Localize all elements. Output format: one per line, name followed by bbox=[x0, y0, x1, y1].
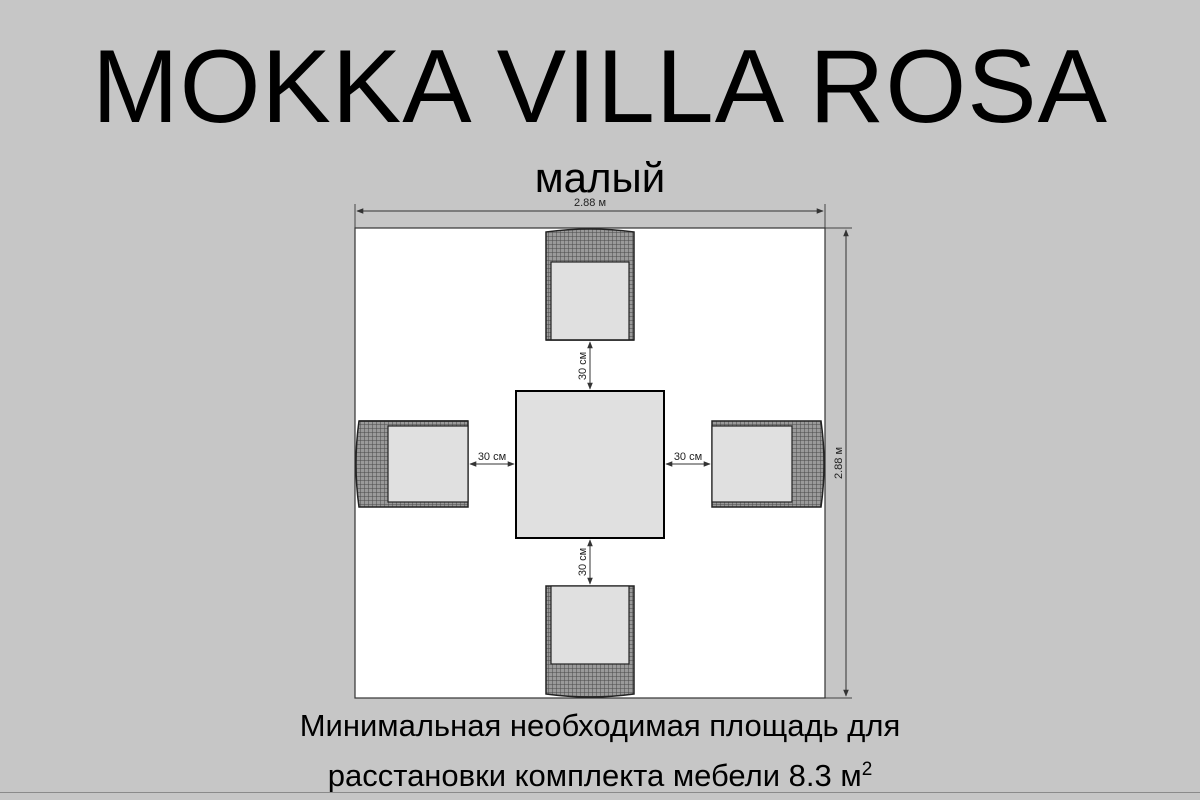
depth-dimension-label: 2.88 м bbox=[833, 447, 845, 479]
caption-line-2: расстановки комплекта мебели 8.3 м2 bbox=[0, 748, 1200, 798]
width-dimension-label: 2.88 м bbox=[574, 197, 606, 209]
clearance-bottom-label: 30 см bbox=[577, 548, 589, 576]
clearance-left-label: 30 см bbox=[478, 451, 506, 463]
clearance-right-label: 30 см bbox=[674, 451, 702, 463]
chair-top bbox=[545, 228, 635, 341]
clearance-top: 30 см bbox=[577, 341, 593, 390]
product-title: MOKKA VILLA ROSA bbox=[92, 29, 1108, 145]
bottom-divider bbox=[0, 792, 1200, 793]
chair-bottom bbox=[545, 585, 635, 698]
clearance-right: 30 см bbox=[665, 451, 711, 467]
clearance-bottom: 30 см bbox=[577, 539, 593, 585]
caption-superscript: 2 bbox=[861, 759, 873, 780]
area-caption: Минимальная необходимая площадь для расс… bbox=[0, 704, 1200, 798]
clearance-left: 30 см bbox=[469, 451, 515, 467]
chair-left bbox=[355, 420, 469, 508]
width-dimension: 2.88 м bbox=[354, 197, 826, 228]
caption-line-2-text: расстановки комплекта мебели 8.3 м bbox=[327, 758, 862, 793]
chair-right bbox=[711, 420, 825, 508]
depth-dimension: 2.88 м bbox=[825, 227, 852, 699]
clearance-top-label: 30 см bbox=[577, 352, 589, 380]
caption-line-1: Минимальная необходимая площадь для bbox=[299, 708, 901, 743]
product-subtitle: малый bbox=[534, 154, 666, 201]
table bbox=[515, 390, 665, 539]
